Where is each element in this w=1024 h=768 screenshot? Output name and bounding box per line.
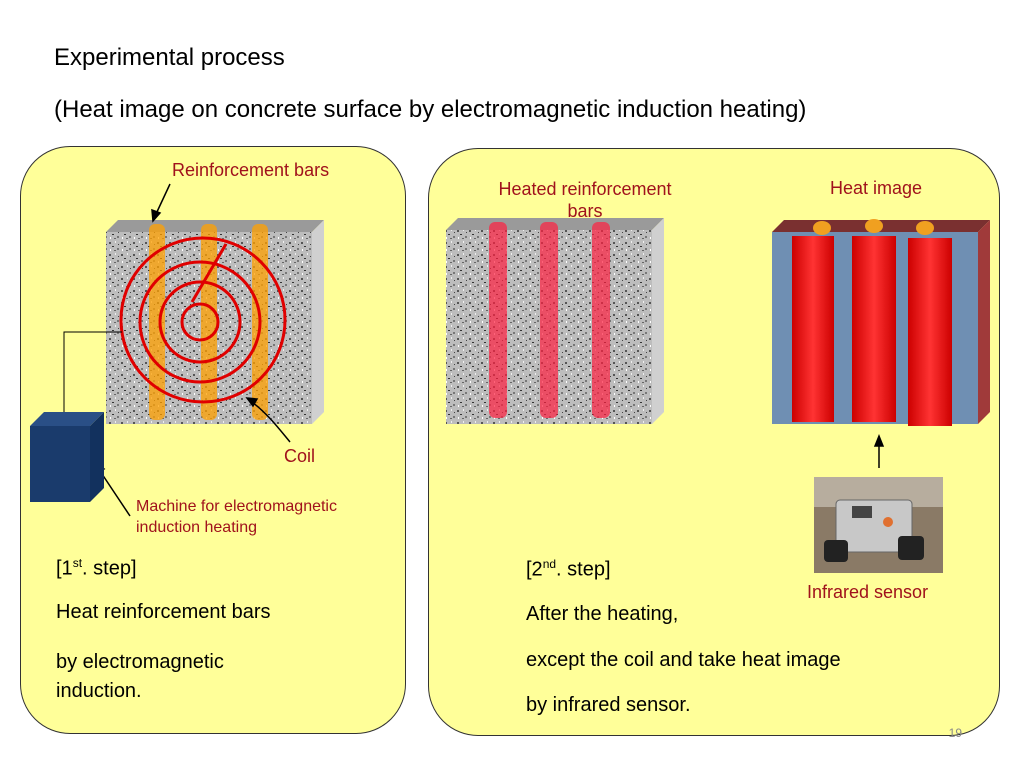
- slide-subtitle: (Heat image on concrete surface by elect…: [54, 96, 807, 123]
- step1-text2: by electromagnetic induction.: [56, 648, 224, 706]
- label-heated-bars: Heated reinforcement bars: [474, 178, 696, 222]
- heated-bars-right: [489, 222, 610, 418]
- step2-text2: except the coil and take heat image: [526, 649, 841, 671]
- arrow-coil-label: [245, 397, 291, 443]
- label-machine-line2: induction heating: [136, 519, 257, 536]
- step1-prefix: [1: [56, 557, 73, 580]
- step2-text3: by infrared sensor.: [526, 694, 691, 716]
- label-reinforcement-bars: Reinforcement bars: [172, 160, 330, 180]
- label-heated-line2: bars: [567, 201, 603, 221]
- step1-heading: [1st. step]: [56, 556, 137, 581]
- slide-title: Experimental process: [54, 44, 285, 71]
- step2-sup: nd: [542, 557, 557, 571]
- heat-image: [772, 219, 990, 426]
- step2-heading: [2nd. step]: [526, 557, 611, 582]
- wire: [63, 331, 122, 444]
- step2-prefix: [2: [526, 558, 543, 581]
- step1-text2-line2: induction.: [56, 680, 142, 702]
- label-coil: Coil: [284, 446, 316, 466]
- step1-suffix: . step]: [82, 557, 137, 580]
- arrow-bars-label: [151, 183, 171, 223]
- label-heat-image: Heat image: [830, 178, 923, 198]
- step1-text2-line1: by electromagnetic: [56, 651, 224, 673]
- label-machine: Machine for electromagnetic induction he…: [136, 496, 337, 538]
- step1-sup: st: [72, 556, 83, 570]
- arrow-sensor: [873, 433, 885, 468]
- step2-suffix: . step]: [556, 558, 611, 581]
- page-number: 19: [948, 726, 962, 740]
- step1-text1: Heat reinforcement bars: [56, 601, 271, 623]
- label-infrared-sensor: Infrared sensor: [807, 582, 929, 602]
- label-machine-line1: Machine for electromagnetic: [136, 498, 337, 515]
- infrared-sensor-photo: [814, 477, 943, 573]
- step2-text1: After the heating,: [526, 603, 679, 625]
- coil: [119, 236, 287, 404]
- induction-machine: [30, 412, 104, 502]
- label-heated-line1: Heated reinforcement: [498, 179, 672, 199]
